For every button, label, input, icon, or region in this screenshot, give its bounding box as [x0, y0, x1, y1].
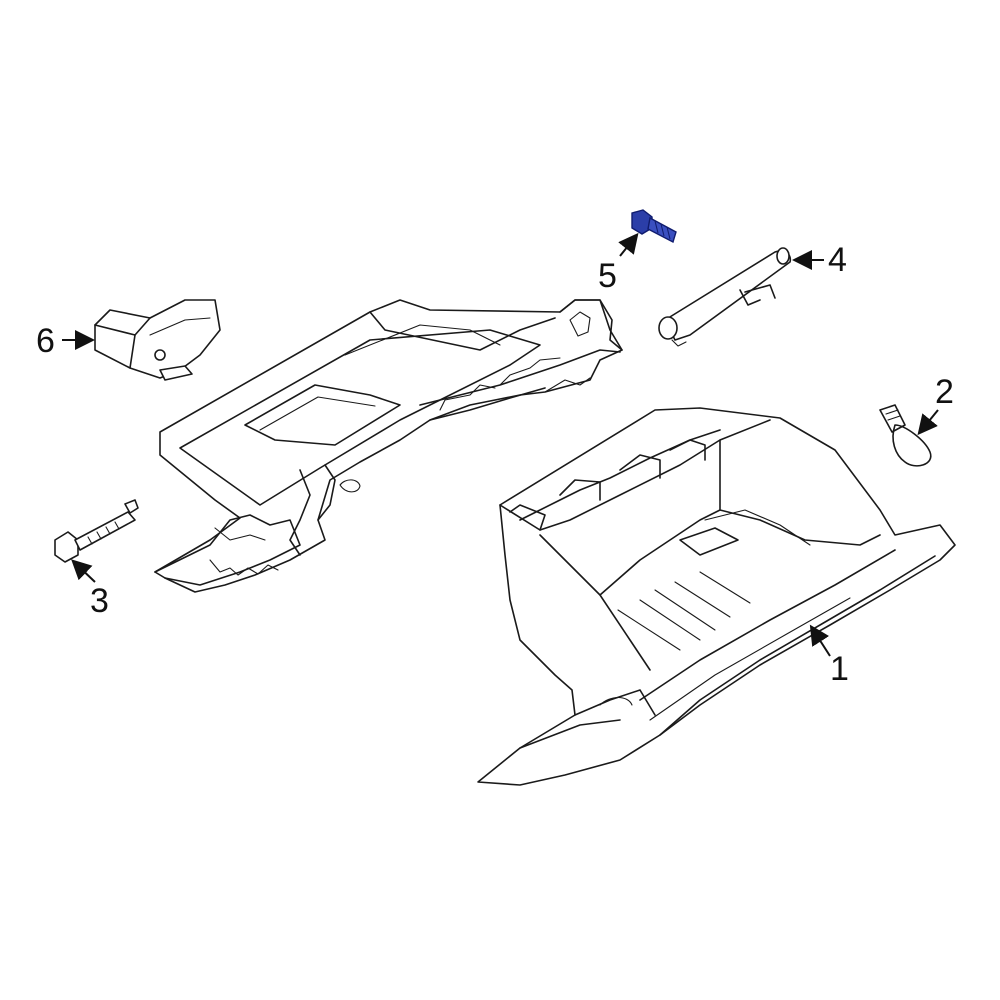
callout-number-5: 5 — [598, 257, 617, 295]
latch-part — [94, 299, 221, 381]
callout-number-4: 4 — [828, 241, 847, 279]
callout-1: 1 — [809, 624, 849, 688]
callout-2: 2 — [917, 373, 954, 436]
callout-5: 5 — [598, 232, 639, 295]
bolt-part — [54, 499, 139, 563]
callout-6: 6 — [36, 322, 95, 360]
callout-number-1: 1 — [830, 650, 849, 688]
damper-part — [879, 404, 932, 467]
callout-number-3: 3 — [90, 582, 109, 620]
highlighted-bolt-part — [631, 209, 677, 244]
callout-number-6: 6 — [36, 322, 55, 360]
callout-number-2: 2 — [935, 373, 954, 411]
hinge-rod-part — [658, 247, 792, 347]
glove-box-housing — [154, 299, 623, 593]
glove-box-door — [477, 407, 956, 786]
callout-3: 3 — [71, 559, 109, 620]
callout-4: 4 — [792, 241, 847, 279]
